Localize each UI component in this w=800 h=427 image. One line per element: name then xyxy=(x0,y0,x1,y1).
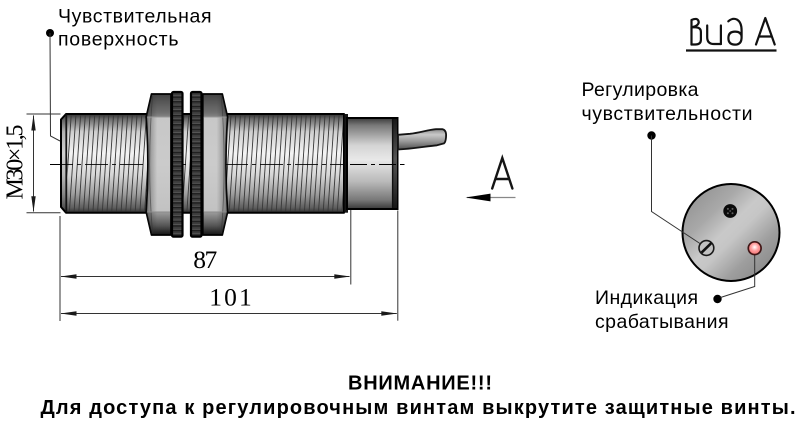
svg-text:М30×1,5: М30×1,5 xyxy=(3,125,29,200)
svg-text:101: 101 xyxy=(209,283,252,312)
svg-text:Регулировка: Регулировка xyxy=(582,79,699,101)
svg-text:чувствительности: чувствительности xyxy=(582,103,753,125)
svg-text:Индикация: Индикация xyxy=(595,287,698,309)
svg-text:Для доступа к регулировочным в: Для доступа к регулировочным винтам выкр… xyxy=(41,397,796,419)
svg-text:ВНИМАНИЕ!!!: ВНИМАНИЕ!!! xyxy=(348,373,492,395)
svg-text:поверхность: поверхность xyxy=(58,29,179,51)
svg-text:Чувствительная: Чувствительная xyxy=(58,6,212,28)
svg-text:87: 87 xyxy=(193,245,217,274)
svg-text:срабатывания: срабатывания xyxy=(595,311,729,333)
